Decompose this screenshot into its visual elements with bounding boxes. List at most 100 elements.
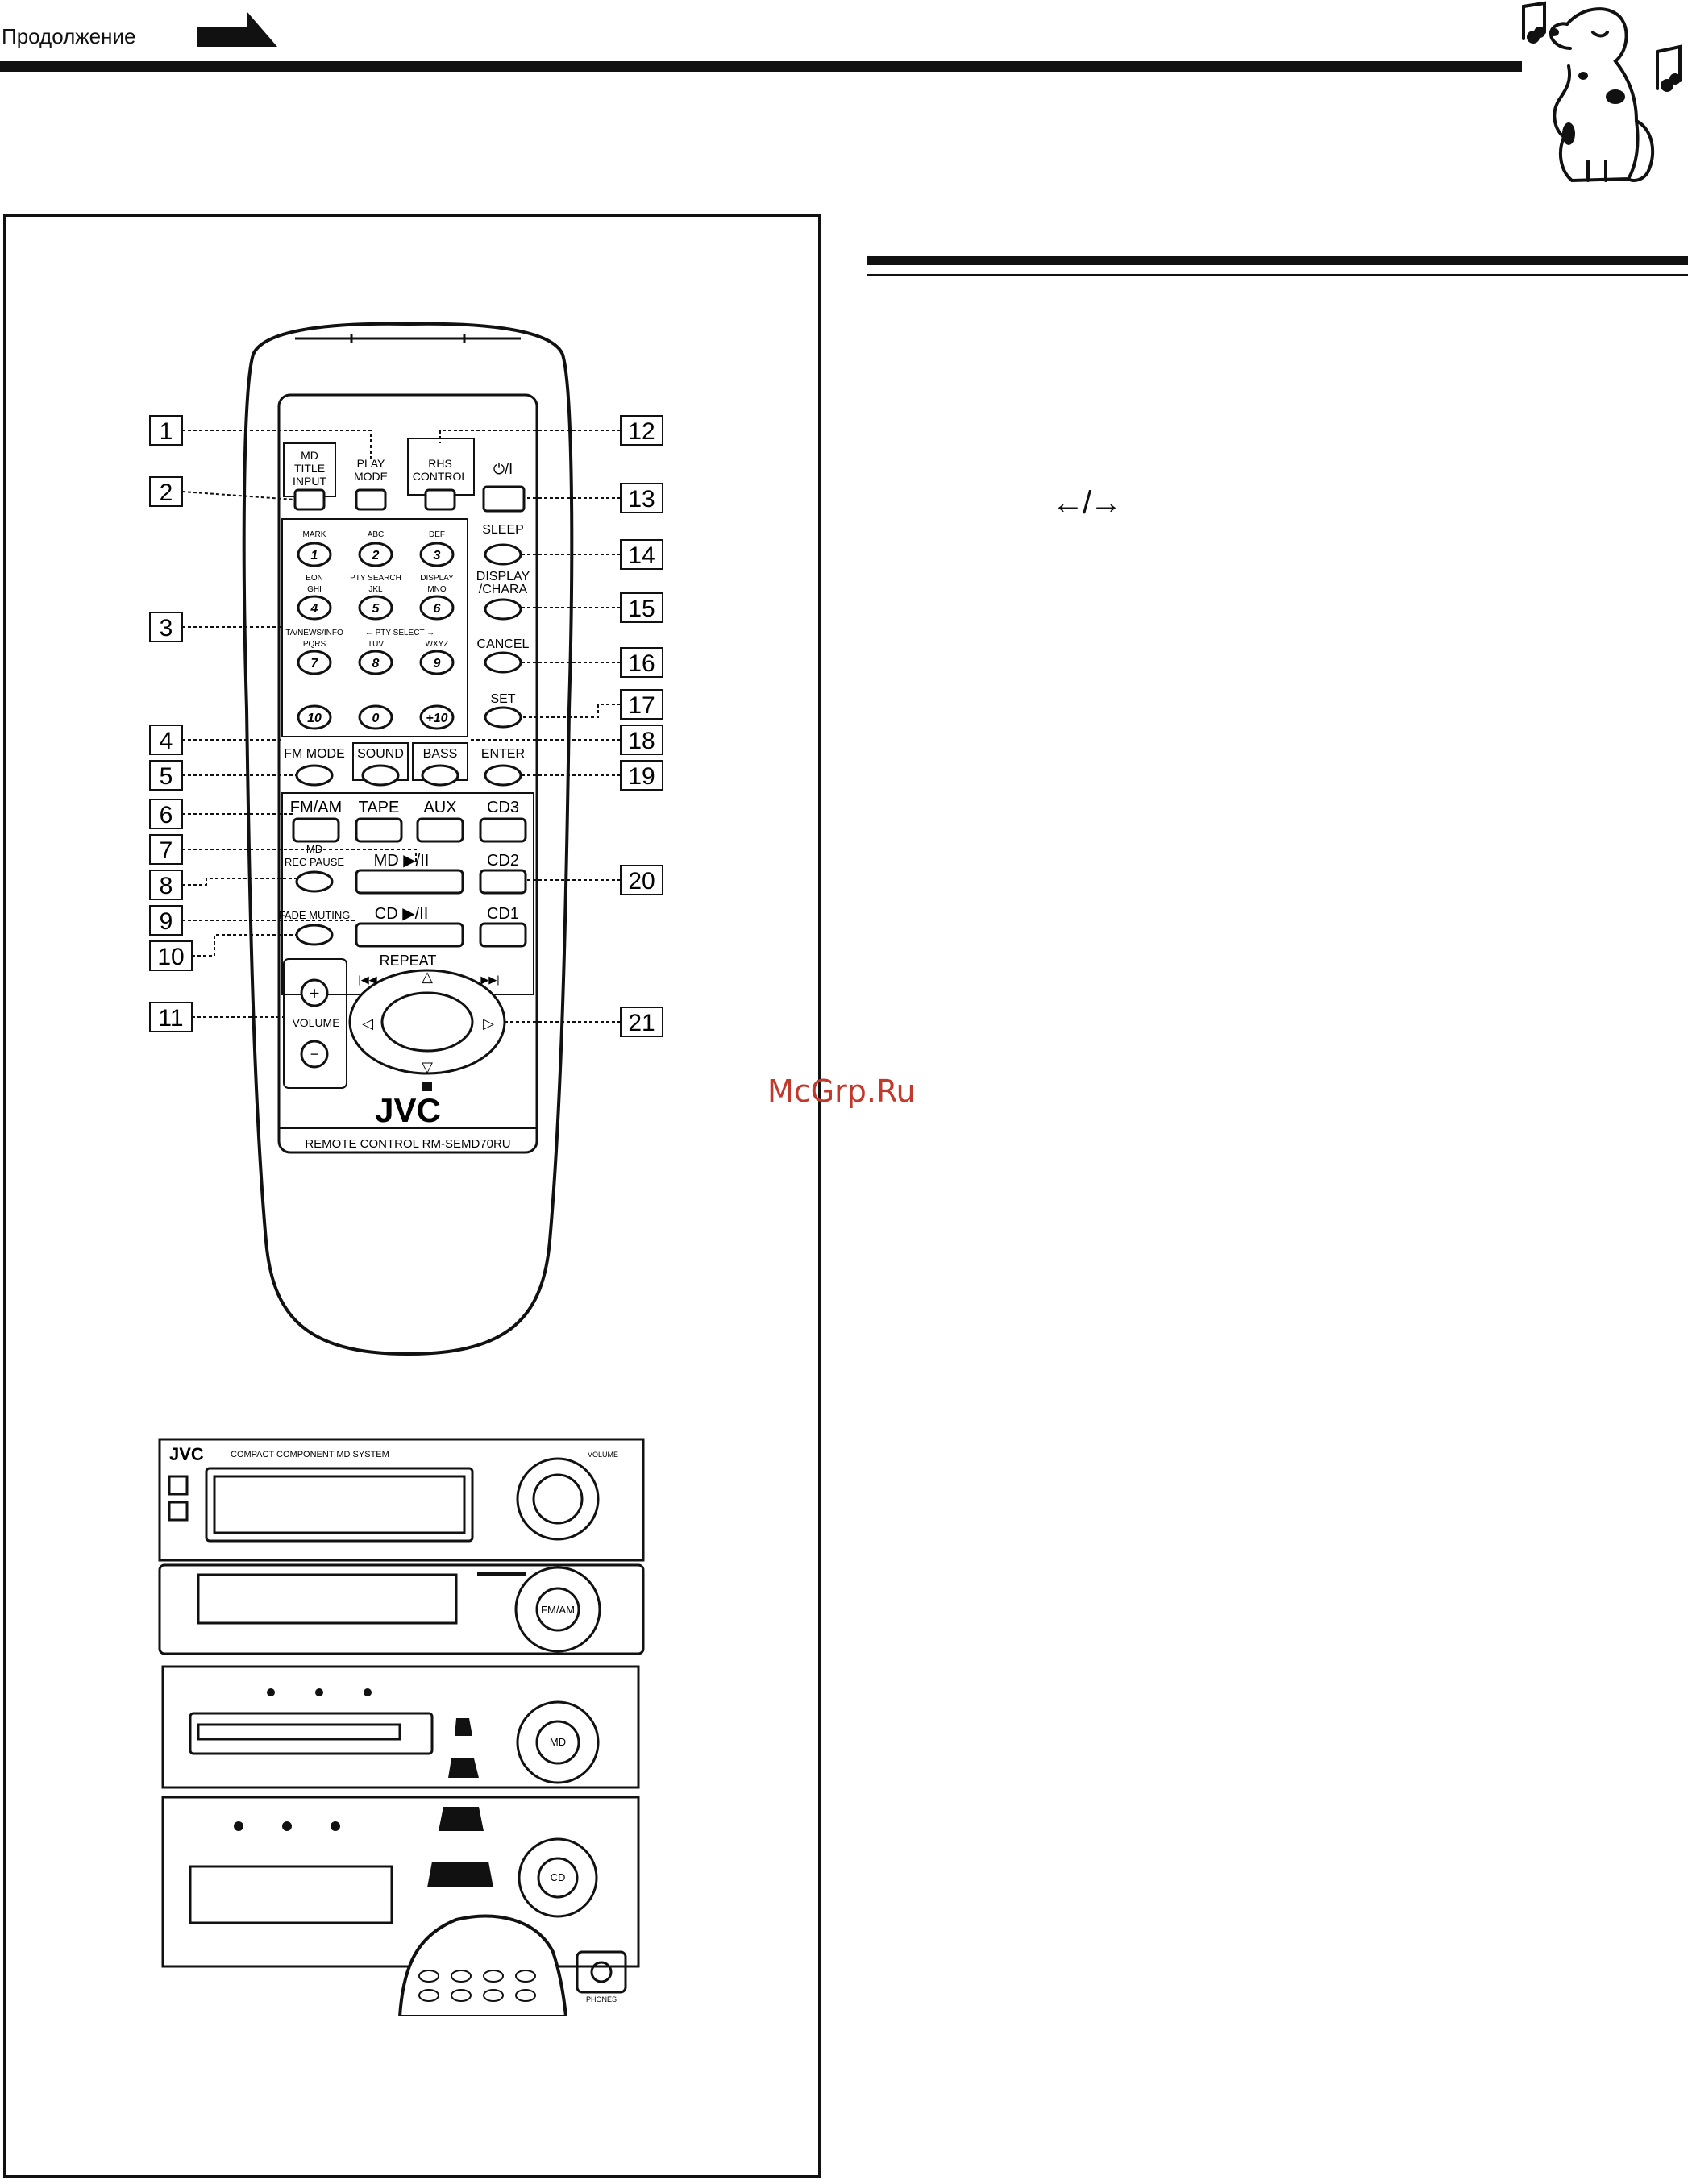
- key-1-button[interactable]: [297, 542, 332, 567]
- cd1-button[interactable]: [479, 922, 527, 948]
- callout-12: 12: [628, 418, 655, 445]
- callout-8: 8: [160, 873, 173, 899]
- key-8-label: 8: [372, 657, 380, 671]
- volume-down-button[interactable]: [300, 1040, 329, 1069]
- bass-label: BASS: [423, 747, 458, 761]
- cd-play-pause-button[interactable]: [355, 922, 464, 948]
- key-5-button[interactable]: [358, 595, 393, 621]
- key-7-button[interactable]: [297, 650, 332, 675]
- callout-11: 11: [158, 1005, 183, 1032]
- callout-18: 18: [628, 728, 655, 754]
- key-4-button[interactable]: [297, 595, 332, 621]
- bass-button[interactable]: [421, 764, 459, 787]
- play-mode-label: PLAY: [357, 457, 385, 470]
- key-0-button[interactable]: [358, 704, 393, 730]
- key-9-button[interactable]: [419, 650, 455, 675]
- plus-icon: +: [310, 983, 320, 1003]
- up-arrow-icon: △: [422, 969, 433, 985]
- continued-label: Продолжение: [2, 24, 136, 48]
- cursor-pad-center[interactable]: [380, 991, 474, 1053]
- skip-arrows-symbol: ←/→: [1052, 485, 1122, 521]
- callout-17: 17: [628, 692, 655, 719]
- md-play-pause-button[interactable]: [355, 869, 464, 895]
- cancel-label: CANCEL: [477, 637, 530, 651]
- cancel-button[interactable]: [484, 651, 522, 674]
- md-title-input-button[interactable]: [293, 488, 326, 511]
- set-button[interactable]: [484, 706, 522, 729]
- unit-fmam-label: FM/AM: [541, 1604, 575, 1616]
- md-rec-pause-button[interactable]: [295, 870, 334, 893]
- sub-label-wxyz: WXYZ: [426, 640, 449, 649]
- key-2-label: 2: [372, 549, 380, 563]
- display-chara-label: DISPLAY: [476, 570, 530, 583]
- key-10-button[interactable]: [297, 704, 332, 730]
- cd3-button[interactable]: [479, 817, 527, 843]
- unit-volume-label: VOLUME: [588, 1451, 618, 1459]
- down-arrow-icon: ▽: [422, 1059, 433, 1075]
- sub-label-mno: MNO: [427, 585, 447, 594]
- enter-button[interactable]: [484, 764, 522, 787]
- callout-14: 14: [628, 542, 655, 569]
- section-rule-thick: [867, 256, 1688, 265]
- key-8-button[interactable]: [358, 650, 393, 675]
- callout-20: 20: [628, 868, 655, 895]
- cd2-button[interactable]: [479, 869, 527, 895]
- rhs-control-label: RHS: [428, 457, 452, 470]
- power-label: ⏻/I: [493, 461, 513, 477]
- key-1-label: 1: [311, 549, 318, 563]
- callout-16: 16: [628, 650, 655, 677]
- sleep-button[interactable]: [484, 543, 522, 566]
- key-4-label: 4: [310, 602, 318, 616]
- aux-button[interactable]: [416, 817, 464, 843]
- sub-label-pqrs: PQRS: [303, 640, 326, 649]
- rhs-control-button[interactable]: [424, 488, 456, 511]
- sub-label-tuv: TUV: [368, 640, 384, 649]
- cd2-label: CD2: [487, 852, 519, 870]
- remote-model-label: REMOTE CONTROL RM-SEMD70RU: [305, 1137, 510, 1151]
- sub-label-ghi: GHI: [307, 585, 322, 594]
- set-label: SET: [490, 692, 515, 706]
- power-button[interactable]: [482, 485, 526, 513]
- callout-19: 19: [628, 763, 655, 790]
- callout-13: 13: [628, 486, 655, 513]
- aux-label: AUX: [423, 799, 456, 816]
- cd3-label: CD3: [487, 799, 519, 816]
- fm-mode-label: FM MODE: [284, 747, 345, 761]
- sound-button[interactable]: [361, 764, 400, 787]
- key-6-button[interactable]: [419, 595, 455, 621]
- play-mode-button[interactable]: [355, 488, 387, 511]
- callout-10: 10: [157, 944, 184, 970]
- unit-md-label: MD: [550, 1736, 566, 1748]
- md-title-input-label: MD: [301, 449, 318, 462]
- fade-muting-button[interactable]: [295, 924, 334, 946]
- dog-mascot-icon: [1522, 1, 1682, 183]
- key-5-label: 5: [372, 602, 380, 616]
- key-2-button[interactable]: [358, 542, 393, 567]
- fm-mode-button[interactable]: [295, 764, 334, 787]
- sub-label-abc: ABC: [368, 530, 385, 539]
- key-plus10-button[interactable]: [419, 704, 455, 730]
- sub-label-def: DEF: [429, 530, 445, 539]
- cd1-label: CD1: [487, 905, 519, 923]
- fmam-label: FM/AM: [290, 799, 342, 816]
- callout-5: 5: [160, 763, 173, 790]
- tape-button[interactable]: [355, 817, 403, 843]
- unit-cd-label: CD: [551, 1871, 566, 1883]
- volume-up-button[interactable]: [300, 978, 329, 1007]
- unit-brand-logo: JVC: [169, 1444, 204, 1464]
- watermark: McGrp.Ru: [767, 1073, 916, 1109]
- display-chara-button[interactable]: [484, 598, 522, 621]
- callout-3: 3: [160, 615, 173, 641]
- md-title-input-label-2: TITLE: [294, 462, 325, 475]
- key-9-label: 9: [434, 657, 441, 671]
- cd-play-label: CD ▶/II: [375, 905, 429, 923]
- key-3-button[interactable]: [419, 542, 455, 567]
- sub-label-pty-select: ← PTY SELECT →: [365, 629, 434, 637]
- callout-6: 6: [160, 802, 173, 828]
- key-0-label: 0: [372, 712, 380, 725]
- prev-track-icon: |◀◀: [358, 974, 376, 986]
- callout-4: 4: [160, 728, 173, 754]
- header-rule: [0, 61, 1522, 72]
- fmam-button[interactable]: [292, 817, 340, 843]
- sub-label-eon: EON: [306, 574, 323, 583]
